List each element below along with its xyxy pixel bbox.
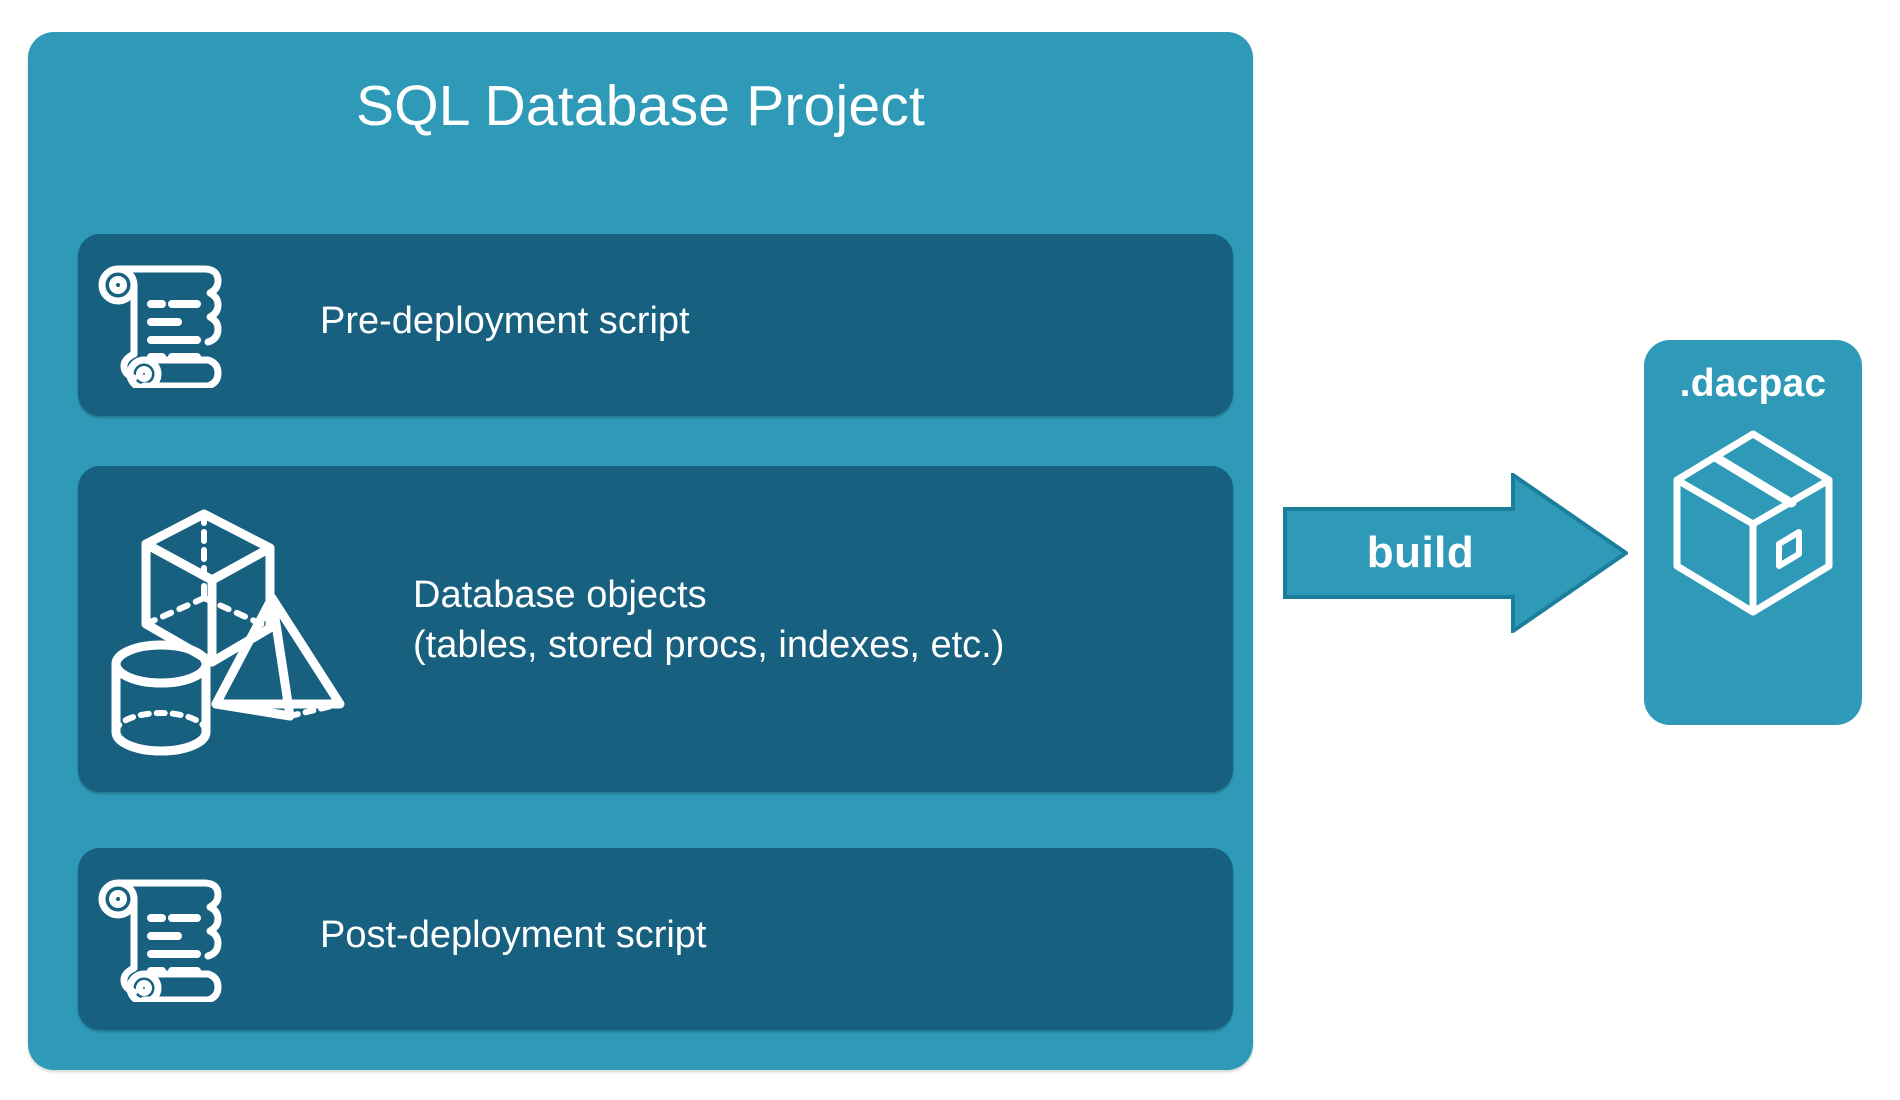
panel-label-post-deployment: Post-deployment script xyxy=(320,914,707,956)
panel-post-deployment-script[interactable]: Post-deployment script xyxy=(78,848,1233,1030)
panel-pre-deployment-script[interactable]: Pre-deployment script xyxy=(78,234,1233,416)
panel-database-objects[interactable]: Database objects (tables, stored procs, … xyxy=(78,466,1233,792)
3d-shapes-icon xyxy=(92,486,392,776)
panel-label-database-objects: Database objects (tables, stored procs, … xyxy=(413,574,1005,666)
build-arrow-icon xyxy=(1283,471,1630,635)
sql-database-project-card: SQL Database Project xyxy=(28,32,1253,1070)
scroll-icon xyxy=(96,262,256,392)
project-title: SQL Database Project xyxy=(355,74,926,138)
dacpac-output-card[interactable]: .dacpac xyxy=(1644,340,1862,725)
package-box-icon xyxy=(1671,426,1836,618)
dacpac-label: .dacpac xyxy=(1679,362,1827,405)
panel-label-pre-deployment: Pre-deployment script xyxy=(320,300,690,342)
scroll-icon xyxy=(96,876,256,1006)
build-arrow-label: build xyxy=(1366,528,1475,577)
